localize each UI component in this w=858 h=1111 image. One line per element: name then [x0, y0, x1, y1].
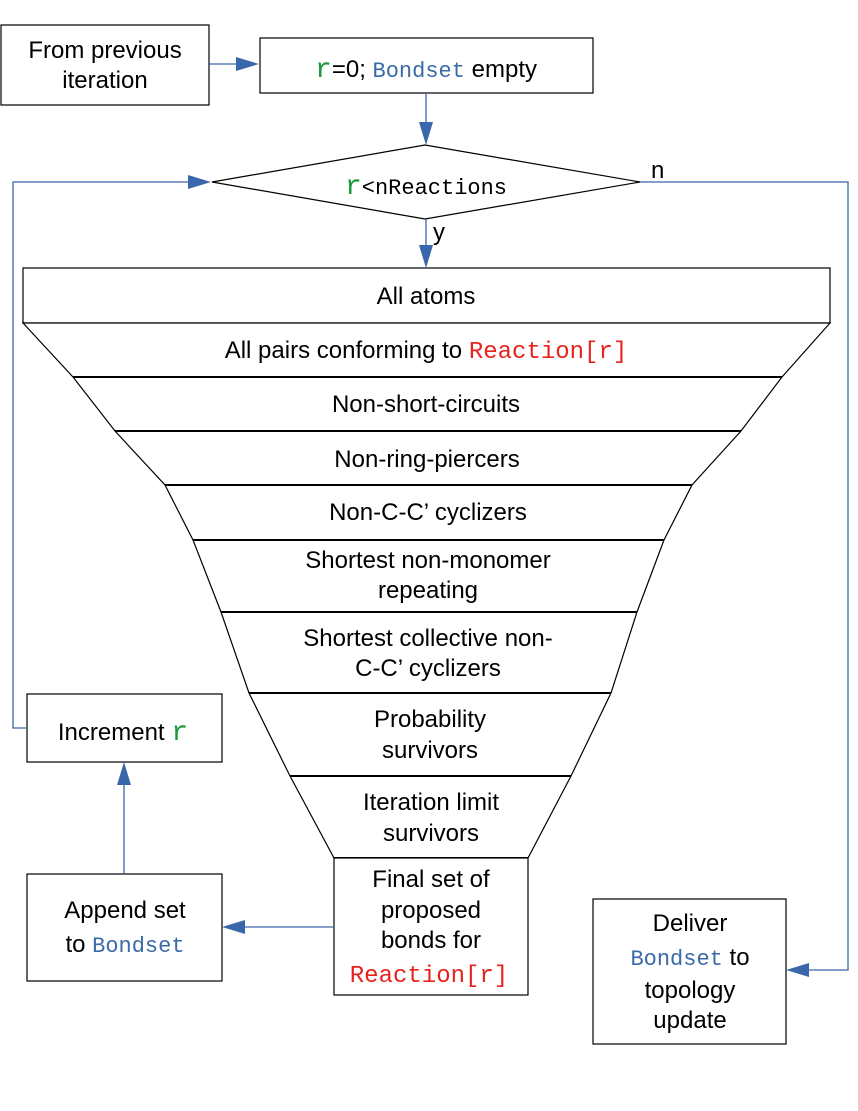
- final-set-line-3: bonds for: [381, 927, 481, 954]
- r-var: r: [345, 172, 362, 203]
- append-line-2: to Bondset: [65, 931, 184, 959]
- deliver-line-4: update: [653, 1007, 726, 1034]
- bondset-var: Bondset: [373, 59, 465, 84]
- r-var: r: [315, 55, 332, 86]
- arrowhead-icon: [188, 175, 211, 189]
- deliver-line-3: topology: [645, 977, 736, 1004]
- start-box: From previous iteration: [0, 24, 210, 106]
- increment-rect: [26, 693, 223, 763]
- deliver-line-1: Deliver: [653, 910, 728, 937]
- deliver-box: Deliver Bondset to topology update: [592, 898, 787, 1045]
- stage-non-short-circuits-label: Non-short-circuits: [332, 391, 520, 418]
- arrowhead-icon: [222, 920, 245, 934]
- decision-label: r<nReactions: [345, 172, 507, 203]
- append-rect: [26, 873, 223, 982]
- final-set-reaction-var: Reaction[r]: [350, 963, 508, 990]
- final-set-line-2: proposed: [381, 897, 481, 924]
- stage-iteration-limit-label-2: survivors: [383, 820, 479, 847]
- connectors: [12, 57, 849, 977]
- arrowhead-icon: [236, 57, 259, 71]
- funnel: All atoms All pairs conforming to Reacti…: [21, 267, 832, 859]
- append-box: Append set to Bondset: [26, 873, 223, 982]
- increment-box: Increment r: [26, 693, 223, 763]
- arrowhead-icon: [419, 245, 433, 268]
- stage-shortest-collective-label-2: C-C’ cyclizers: [355, 655, 501, 682]
- init-rect: [259, 37, 594, 94]
- start-rect: [0, 24, 210, 106]
- bondset-var: Bondset: [92, 934, 184, 959]
- decision-yes-label: y: [433, 219, 445, 246]
- start-line-1: From previous: [28, 37, 181, 64]
- stage-iteration-limit-label-1: Iteration limit: [363, 789, 499, 816]
- stage-non-ring-piercers-label: Non-ring-piercers: [334, 446, 519, 473]
- decision-no-label: n: [651, 157, 664, 184]
- arrowhead-icon: [419, 122, 433, 145]
- final-set-line-1: Final set of: [372, 866, 490, 893]
- bondset-var: Bondset: [630, 947, 722, 972]
- arrow-decision-no-to-deliver: [640, 181, 849, 971]
- stage-all-atoms: [22, 267, 831, 324]
- deliver-rect: [592, 898, 787, 1045]
- init-label: r=0; Bondset empty: [315, 55, 537, 86]
- reaction-var: Reaction[r]: [469, 339, 627, 366]
- start-line-2: iteration: [62, 67, 147, 94]
- stage-probability-label-1: Probability: [374, 706, 486, 733]
- arrowhead-icon: [786, 963, 809, 977]
- stage-all-pairs-label: All pairs conforming to Reaction[r]: [225, 337, 628, 366]
- stage-shortest-collective-label-1: Shortest collective non-: [303, 625, 552, 652]
- stage-non-cc-cyclizers-label: Non-C-C’ cyclizers: [329, 499, 527, 526]
- append-line-1: Append set: [64, 897, 186, 924]
- final-set-box: Final set of proposed bonds for Reaction…: [333, 857, 529, 996]
- decision-diamond: r<nReactions y n: [211, 144, 664, 246]
- init-box: r=0; Bondset empty: [259, 37, 594, 94]
- increment-label: Increment r: [58, 718, 188, 749]
- stage-probability-label-2: survivors: [382, 737, 478, 764]
- stage-shortest-non-monomer-label-2: repeating: [378, 577, 478, 604]
- deliver-line-2: Bondset to: [630, 944, 749, 972]
- stage-shortest-non-monomer-label-1: Shortest non-monomer: [305, 547, 550, 574]
- arrow-increment-to-decision: [12, 181, 189, 729]
- stage-all-atoms-label: All atoms: [377, 283, 476, 310]
- arrowhead-icon: [117, 762, 131, 785]
- r-var: r: [171, 718, 188, 749]
